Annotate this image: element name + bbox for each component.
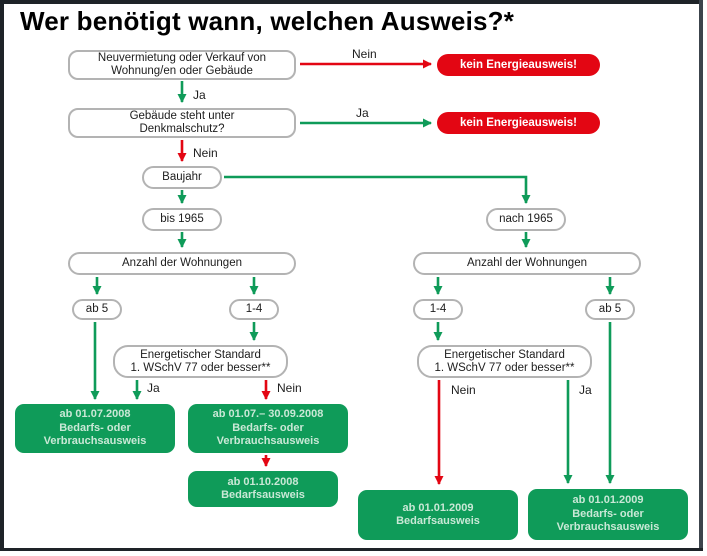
frame-top-border (0, 0, 703, 4)
node-q2-denkmalschutz: Gebäude steht unter Denkmalschutz? (68, 108, 296, 138)
edge-label-q1-nein: Nein (352, 47, 377, 61)
node-baujahr: Baujahr (142, 166, 222, 189)
node-1-4-left: 1-4 (229, 299, 279, 320)
node-ab5-left: ab 5 (72, 299, 122, 320)
node-standard-ab5-right: ab 5 (585, 299, 635, 320)
frame-left-border (0, 0, 4, 551)
stop-kein-energieausweis-2: kein Energieausweis! (437, 112, 600, 134)
result-ab-01-07-bis-30-09-2008: ab 01.07.– 30.09.2008 Bedarfs- oder Verb… (188, 404, 348, 453)
result-ab-01-01-2009-bedarfsausweis: ab 01.01.2009 Bedarfsausweis (358, 490, 518, 540)
node-1-4-right: 1-4 (413, 299, 463, 320)
edge-baujahr-nach1965 (224, 175, 531, 204)
node-bis-1965: bis 1965 (142, 208, 222, 231)
node-anzahl-wohnungen-left: Anzahl der Wohnungen (68, 252, 296, 275)
frame-right-border (699, 0, 703, 551)
edge-label-std-right-nein: Nein (451, 383, 476, 397)
node-q1-neuvermietung: Neuvermietung oder Verkauf von Wohnung/e… (68, 50, 296, 80)
result-ab-01-07-2008: ab 01.07.2008 Bedarfs- oder Verbrauchsau… (15, 404, 175, 453)
node-anzahl-wohnungen-right: Anzahl der Wohnungen (413, 252, 641, 275)
edge-label-q2-ja: Ja (356, 106, 369, 120)
edge-label-q2-nein: Nein (193, 146, 218, 160)
stop-kein-energieausweis-1: kein Energieausweis! (437, 54, 600, 76)
edge-label-std-left-nein: Nein (277, 381, 302, 395)
frame-bottom-border (0, 548, 703, 551)
edge-label-q1-ja: Ja (193, 88, 206, 102)
node-nach-1965: nach 1965 (486, 208, 566, 231)
result-ab-01-01-2009-bedarfs-oder-verbrauchsausweis: ab 01.01.2009 Bedarfs- oder Verbrauchsau… (528, 489, 688, 540)
edge-label-std-right-ja: Ja (579, 383, 592, 397)
edge-label-std-left-ja: Ja (147, 381, 160, 395)
page-title: Wer benötigt wann, welchen Ausweis?* (20, 6, 515, 36)
result-ab-01-10-2008: ab 01.10.2008 Bedarfsausweis (188, 471, 338, 507)
node-energetischer-standard-right: Energetischer Standard 1. WSchV 77 oder … (417, 345, 592, 378)
node-energetischer-standard-left: Energetischer Standard 1. WSchV 77 oder … (113, 345, 288, 378)
